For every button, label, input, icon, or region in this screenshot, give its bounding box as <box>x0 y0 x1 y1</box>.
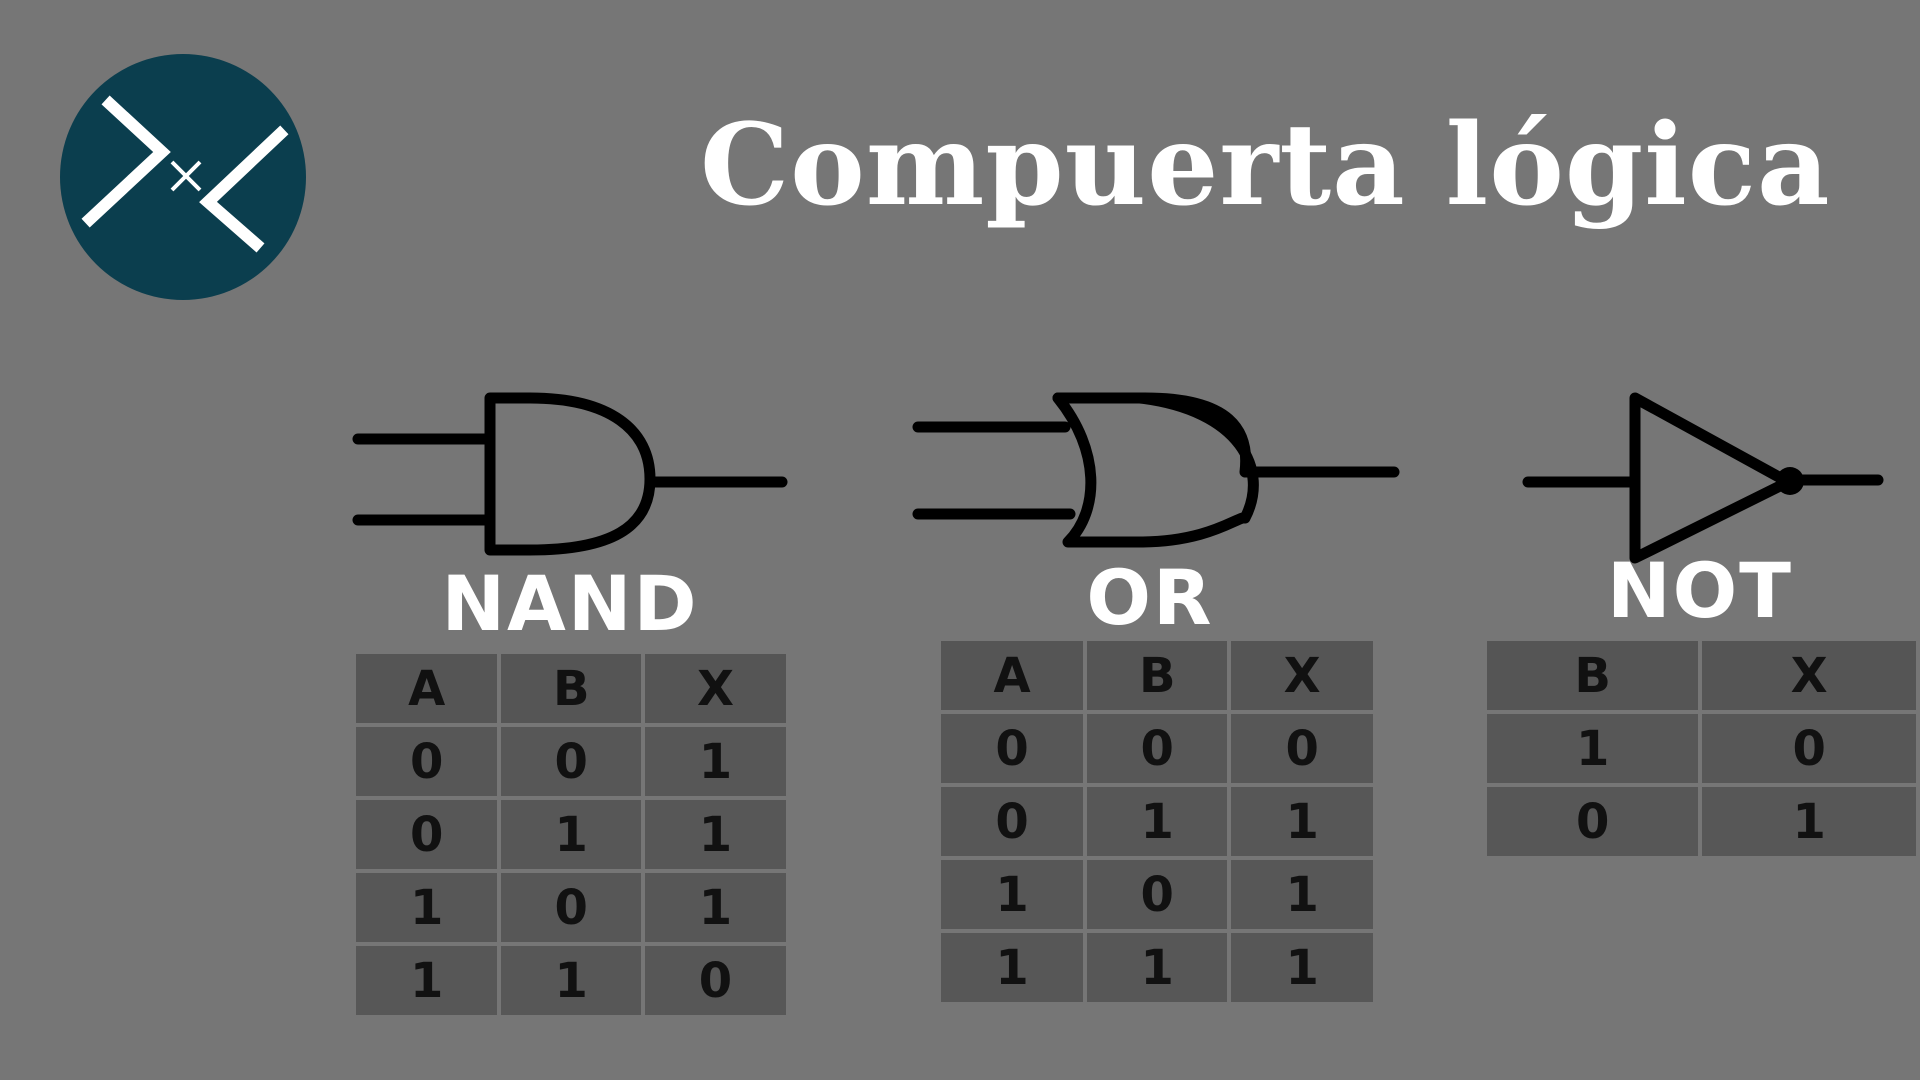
table-row: 1 1 0 <box>351 942 791 1019</box>
table-header: B <box>1482 637 1703 714</box>
table-cell: 1 <box>1083 783 1232 860</box>
table-cell: 0 <box>640 942 791 1019</box>
table-header: X <box>640 650 791 727</box>
table-cell: 1 <box>351 942 502 1019</box>
table-cell: 1 <box>936 929 1088 1006</box>
truth-table-not: B X 1 0 0 1 <box>1482 637 1920 860</box>
xl-logo-icon <box>60 54 306 300</box>
gate-label-or: OR <box>1086 553 1214 642</box>
or-gate-symbol-icon <box>912 392 1400 548</box>
table-header: B <box>1083 637 1232 714</box>
table-row: 0 1 <box>1482 783 1920 860</box>
table-cell: 0 <box>1482 783 1703 860</box>
table-cell: 0 <box>1227 710 1377 787</box>
and-gate-symbol-icon <box>352 392 788 556</box>
table-cell: 1 <box>1083 929 1232 1006</box>
table-cell: 1 <box>497 796 645 873</box>
table-cell: 1 <box>497 942 645 1019</box>
table-row: 0 0 0 <box>936 710 1377 787</box>
truth-table-or: A B X 0 0 0 0 1 1 1 0 1 1 1 1 <box>936 637 1377 1006</box>
table-header: X <box>1698 637 1920 714</box>
table-cell: 0 <box>497 869 645 946</box>
table-cell: 0 <box>497 723 645 800</box>
table-row: 1 0 1 <box>351 869 791 946</box>
page-title: Compuerta lógica <box>700 100 1831 231</box>
table-header: A <box>351 650 502 727</box>
table-row: 0 1 1 <box>351 796 791 873</box>
table-cell: 1 <box>640 723 791 800</box>
table-cell: 1 <box>640 869 791 946</box>
table-row: 1 0 <box>1482 710 1920 787</box>
table-row: 0 1 1 <box>936 783 1377 860</box>
not-gate-symbol-icon <box>1522 392 1884 564</box>
table-cell: 0 <box>936 710 1088 787</box>
table-cell: 1 <box>1227 856 1377 933</box>
table-cell: 1 <box>640 796 791 873</box>
table-cell: 1 <box>1482 710 1703 787</box>
table-cell: 1 <box>1698 783 1920 860</box>
table-header: X <box>1227 637 1377 714</box>
table-cell: 1 <box>1227 783 1377 860</box>
table-row: 1 1 1 <box>936 929 1377 1006</box>
table-cell: 0 <box>351 723 502 800</box>
table-cell: 0 <box>351 796 502 873</box>
table-header: A <box>936 637 1088 714</box>
table-cell: 1 <box>936 856 1088 933</box>
table-cell: 0 <box>1083 710 1232 787</box>
table-cell: 1 <box>351 869 502 946</box>
table-row: 0 0 1 <box>351 723 791 800</box>
gate-label-not: NOT <box>1606 546 1794 635</box>
table-cell: 0 <box>1083 856 1232 933</box>
table-cell: 0 <box>1698 710 1920 787</box>
gate-label-nand: NAND <box>441 559 699 648</box>
table-row: 1 0 1 <box>936 856 1377 933</box>
table-cell: 1 <box>1227 929 1377 1006</box>
truth-table-nand: A B X 0 0 1 0 1 1 1 0 1 1 1 0 <box>351 650 791 1019</box>
table-header: B <box>497 650 645 727</box>
table-cell: 0 <box>936 783 1088 860</box>
